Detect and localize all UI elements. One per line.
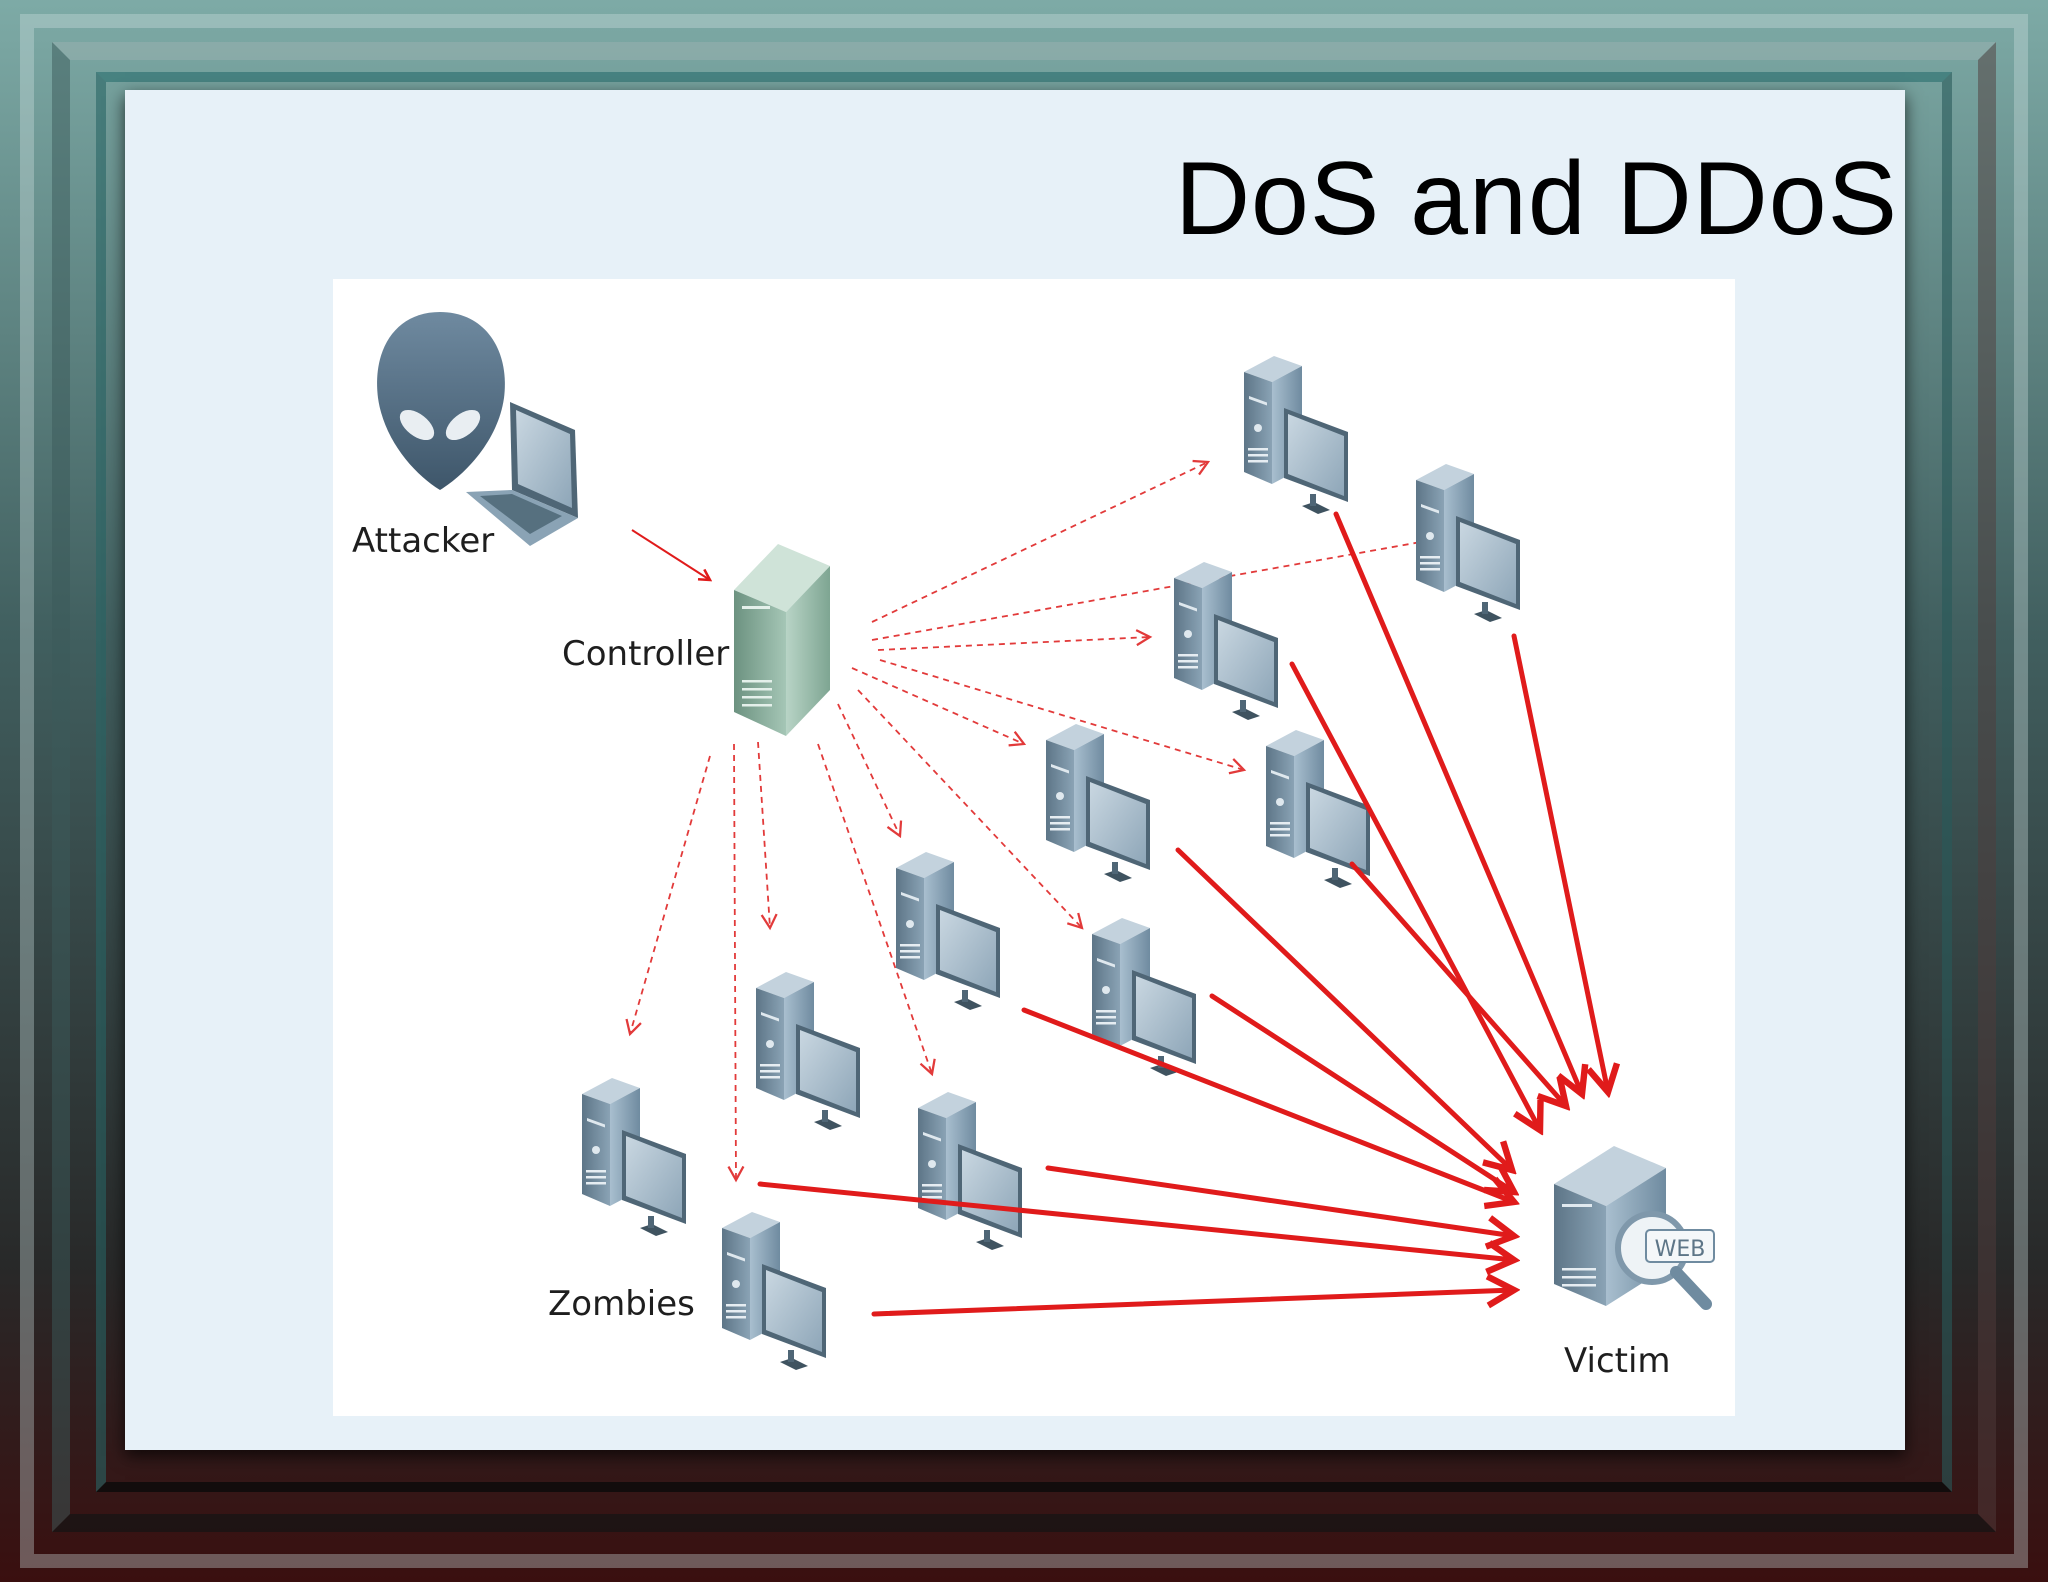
attack-arrow xyxy=(1349,861,1566,1106)
web-badge: WEB xyxy=(1645,1229,1715,1263)
attack-arrow xyxy=(1209,993,1514,1192)
desktop-computer-icon xyxy=(1092,918,1196,1076)
attacker-label: Attacker xyxy=(352,521,494,561)
frame-ring-middle xyxy=(52,42,1996,1532)
web-badge-label: WEB xyxy=(1655,1237,1706,1262)
attack-arrow xyxy=(1289,661,1540,1130)
control-arrows xyxy=(625,459,1435,1183)
desktop-computer-icon xyxy=(722,1212,826,1370)
zombies-label: Zombies xyxy=(548,1284,695,1324)
attack-arrow xyxy=(1333,511,1582,1094)
attack-arrow xyxy=(1511,633,1608,1092)
frame-ring-inner xyxy=(96,72,1952,1492)
desktop-computer-icon xyxy=(756,972,860,1130)
desktop-computer-icon xyxy=(896,852,1000,1010)
desktop-computer-icon xyxy=(1244,356,1348,514)
alien-head-icon xyxy=(377,312,505,490)
frame-ring-outer xyxy=(20,14,2028,1568)
slide-title: DoS and DDoS xyxy=(1174,141,1898,257)
control-arrow xyxy=(727,743,745,1183)
attack-arrow xyxy=(1175,847,1512,1170)
server-tower-icon xyxy=(734,544,830,736)
attack-arrows xyxy=(757,511,1608,1317)
attacker-to-controller-arrow xyxy=(631,529,710,580)
attack-arrow xyxy=(1045,1165,1514,1236)
control-arrow xyxy=(871,459,1211,623)
control-arrow xyxy=(879,659,1247,775)
control-arrow xyxy=(817,743,936,1077)
control-arrow xyxy=(837,703,903,839)
control-arrow xyxy=(877,629,1153,651)
control-arrow xyxy=(851,667,1027,747)
desktop-computer-icon xyxy=(1416,464,1520,622)
attack-arrow xyxy=(1021,1007,1514,1202)
attack-arrow xyxy=(871,1290,1514,1317)
zombie-nodes: Zombies xyxy=(548,356,1520,1370)
desktop-computer-icon xyxy=(1174,562,1278,720)
controller-node: Controller xyxy=(562,544,830,736)
control-arrow xyxy=(625,755,711,1037)
victim-label: Victim xyxy=(1564,1341,1671,1381)
desktop-computer-icon xyxy=(918,1092,1022,1250)
laptop-icon xyxy=(466,402,578,546)
attack-arrow xyxy=(757,1181,1514,1260)
attacker-node: Attacker xyxy=(352,312,578,561)
desktop-computer-icon xyxy=(582,1078,686,1236)
control-arrow xyxy=(871,533,1435,641)
controller-label: Controller xyxy=(562,634,729,674)
control-arrow xyxy=(757,741,778,931)
desktop-computer-icon xyxy=(1046,724,1150,882)
victim-node: WEB Victim xyxy=(1554,1146,1715,1381)
